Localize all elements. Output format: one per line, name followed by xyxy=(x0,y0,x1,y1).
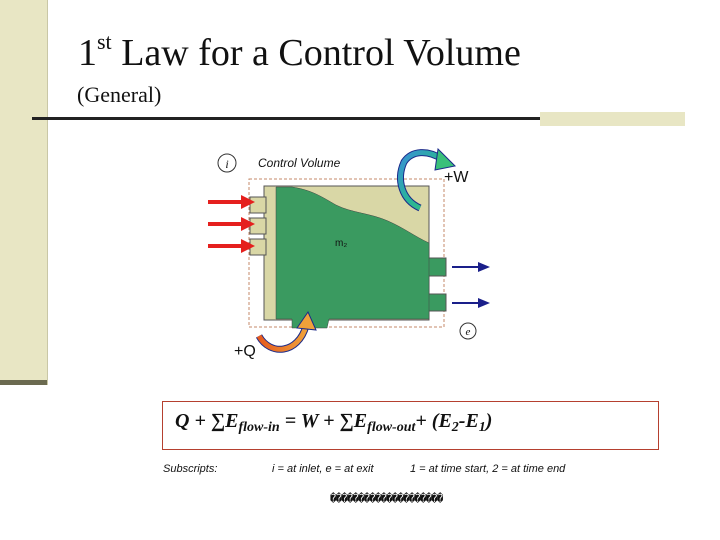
slide-title: 1st Law for a Control Volume xyxy=(78,29,521,74)
heat-arrow xyxy=(255,310,317,353)
exit-marker: e xyxy=(459,322,477,340)
inlet-arrows xyxy=(208,195,255,253)
exit-arrows xyxy=(452,262,490,308)
tank-fluid xyxy=(275,186,430,329)
exit-pipes xyxy=(427,257,447,312)
left-band-edge xyxy=(0,380,47,385)
inlet-pipes xyxy=(249,196,267,256)
slide-subtitle: (General) xyxy=(77,82,162,107)
control-volume-label: Control Volume xyxy=(258,156,341,170)
left-band-divider xyxy=(47,0,48,385)
inlet-marker: i xyxy=(217,153,237,173)
inlet-label: i xyxy=(225,157,228,171)
subscripts-inlet-exit: i = at inlet, e = at exit xyxy=(272,463,374,475)
title-rule-accent xyxy=(540,112,685,126)
equation-box xyxy=(162,401,659,450)
mass-label: m₂ xyxy=(335,238,347,249)
left-accent-band xyxy=(0,0,47,385)
heat-label: +Q xyxy=(234,343,256,360)
first-law-equation: Q + ∑Eflow-in = W + ∑Eflow-out+ (E2-E1) xyxy=(175,410,493,435)
garbled-footer-text: �������������������� xyxy=(330,492,443,505)
work-label: +W xyxy=(444,169,469,186)
work-arrow xyxy=(397,147,457,212)
subscripts-heading: Subscripts: xyxy=(163,463,218,475)
exit-label: e xyxy=(466,326,471,338)
title-rule xyxy=(32,117,540,120)
subscripts-times: 1 = at time start, 2 = at time end xyxy=(410,463,566,475)
control-volume-boundary xyxy=(248,178,445,328)
